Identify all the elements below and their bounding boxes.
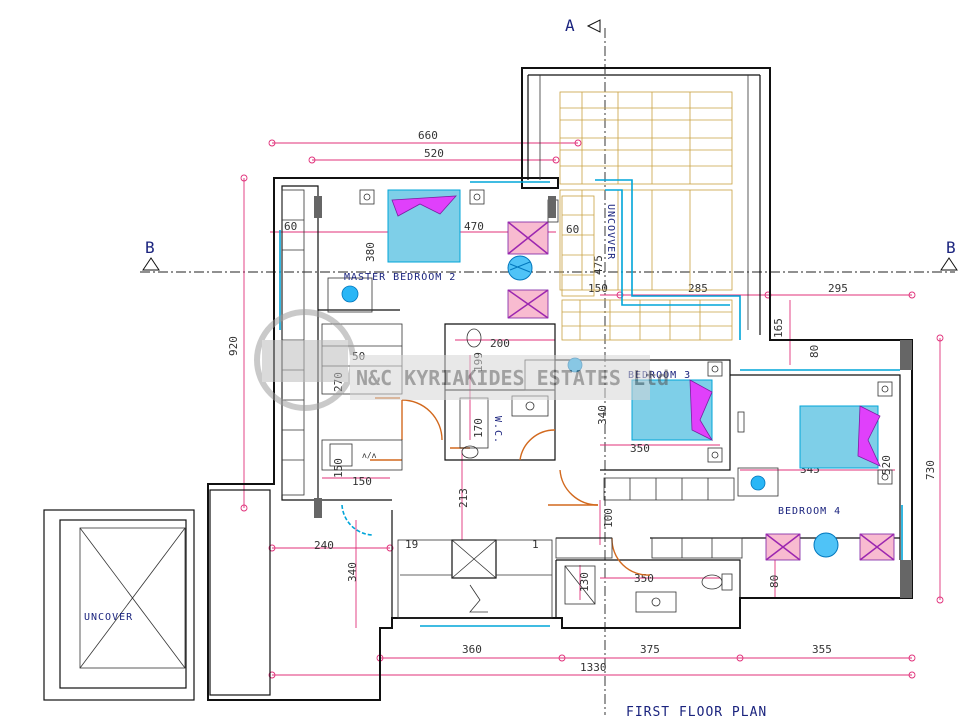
dim-920: 920 [227, 336, 240, 356]
dim-1330: 1330 [580, 661, 607, 674]
master-bedroom-label: MASTER BEDROOM 2 [344, 272, 456, 283]
roof-tiles [559, 91, 733, 341]
stair-1: 1 [532, 538, 539, 551]
dim-350-a: 350 [630, 442, 650, 455]
dim-240: 240 [314, 539, 334, 552]
section-b-right-label: B [946, 238, 956, 257]
dim-520: 520 [424, 147, 444, 160]
bedroom-3-label: BEDROOM 3 [628, 370, 691, 381]
wall-columns [314, 196, 912, 598]
uncovver-label: UNCOVVER [605, 204, 616, 260]
dim-130: 130 [578, 572, 591, 592]
dim-150-c: 150 [352, 475, 372, 488]
dim-200: 200 [490, 337, 510, 350]
dim-520-b: 520 [880, 455, 893, 475]
master-bedroom-furniture [327, 189, 559, 319]
room-labels: MASTER BEDROOM 2 BEDROOM 3 BEDROOM 4 UNC… [344, 204, 841, 517]
dim-660: 660 [418, 129, 438, 142]
dim-375: 375 [640, 643, 660, 656]
dim-360: 360 [462, 643, 482, 656]
watermark: N&C KYRIAKIDES ESTATES Ltd [254, 309, 669, 411]
bathroom-fixtures [564, 565, 733, 613]
section-a-label: A [565, 16, 575, 35]
bedroom-4-label: BEDROOM 4 [778, 506, 841, 517]
dim-150-b: 150 [332, 458, 345, 478]
wc-label: W.C. [492, 416, 503, 444]
section-b-left-label: B [145, 238, 155, 257]
watermark-text: N&C KYRIAKIDES ESTATES Ltd [356, 366, 669, 390]
dim-340-b: 340 [346, 562, 359, 582]
dim-80-b: 80 [768, 575, 781, 588]
uncover-terrace-left: UNCOVER [43, 509, 195, 701]
windows-parapet [279, 179, 903, 627]
dim-100: 100 [602, 508, 615, 528]
plan-title: FIRST FLOOR PLAN [626, 705, 767, 720]
uncover-label: UNCOVER [84, 612, 133, 623]
dim-213: 213 [457, 488, 470, 508]
dim-355: 355 [812, 643, 832, 656]
dim-165: 165 [772, 318, 785, 338]
dim-170: 170 [472, 418, 485, 438]
dim-470: 470 [464, 220, 484, 233]
dim-60-left: 60 [284, 220, 297, 233]
dim-475: 475 [592, 255, 605, 275]
bedroom-4-furniture [555, 381, 895, 561]
dim-730: 730 [924, 460, 937, 480]
dim-285: 285 [688, 282, 708, 295]
sink-label: ʌ/ʌ [362, 451, 377, 460]
dim-380: 380 [364, 242, 377, 262]
dim-80-a: 80 [808, 345, 821, 358]
dim-295: 295 [828, 282, 848, 295]
stair-19: 19 [405, 538, 418, 551]
dim-150-a: 150 [588, 282, 608, 295]
dim-340-a: 340 [596, 405, 609, 425]
dim-60: 60 [566, 223, 579, 236]
